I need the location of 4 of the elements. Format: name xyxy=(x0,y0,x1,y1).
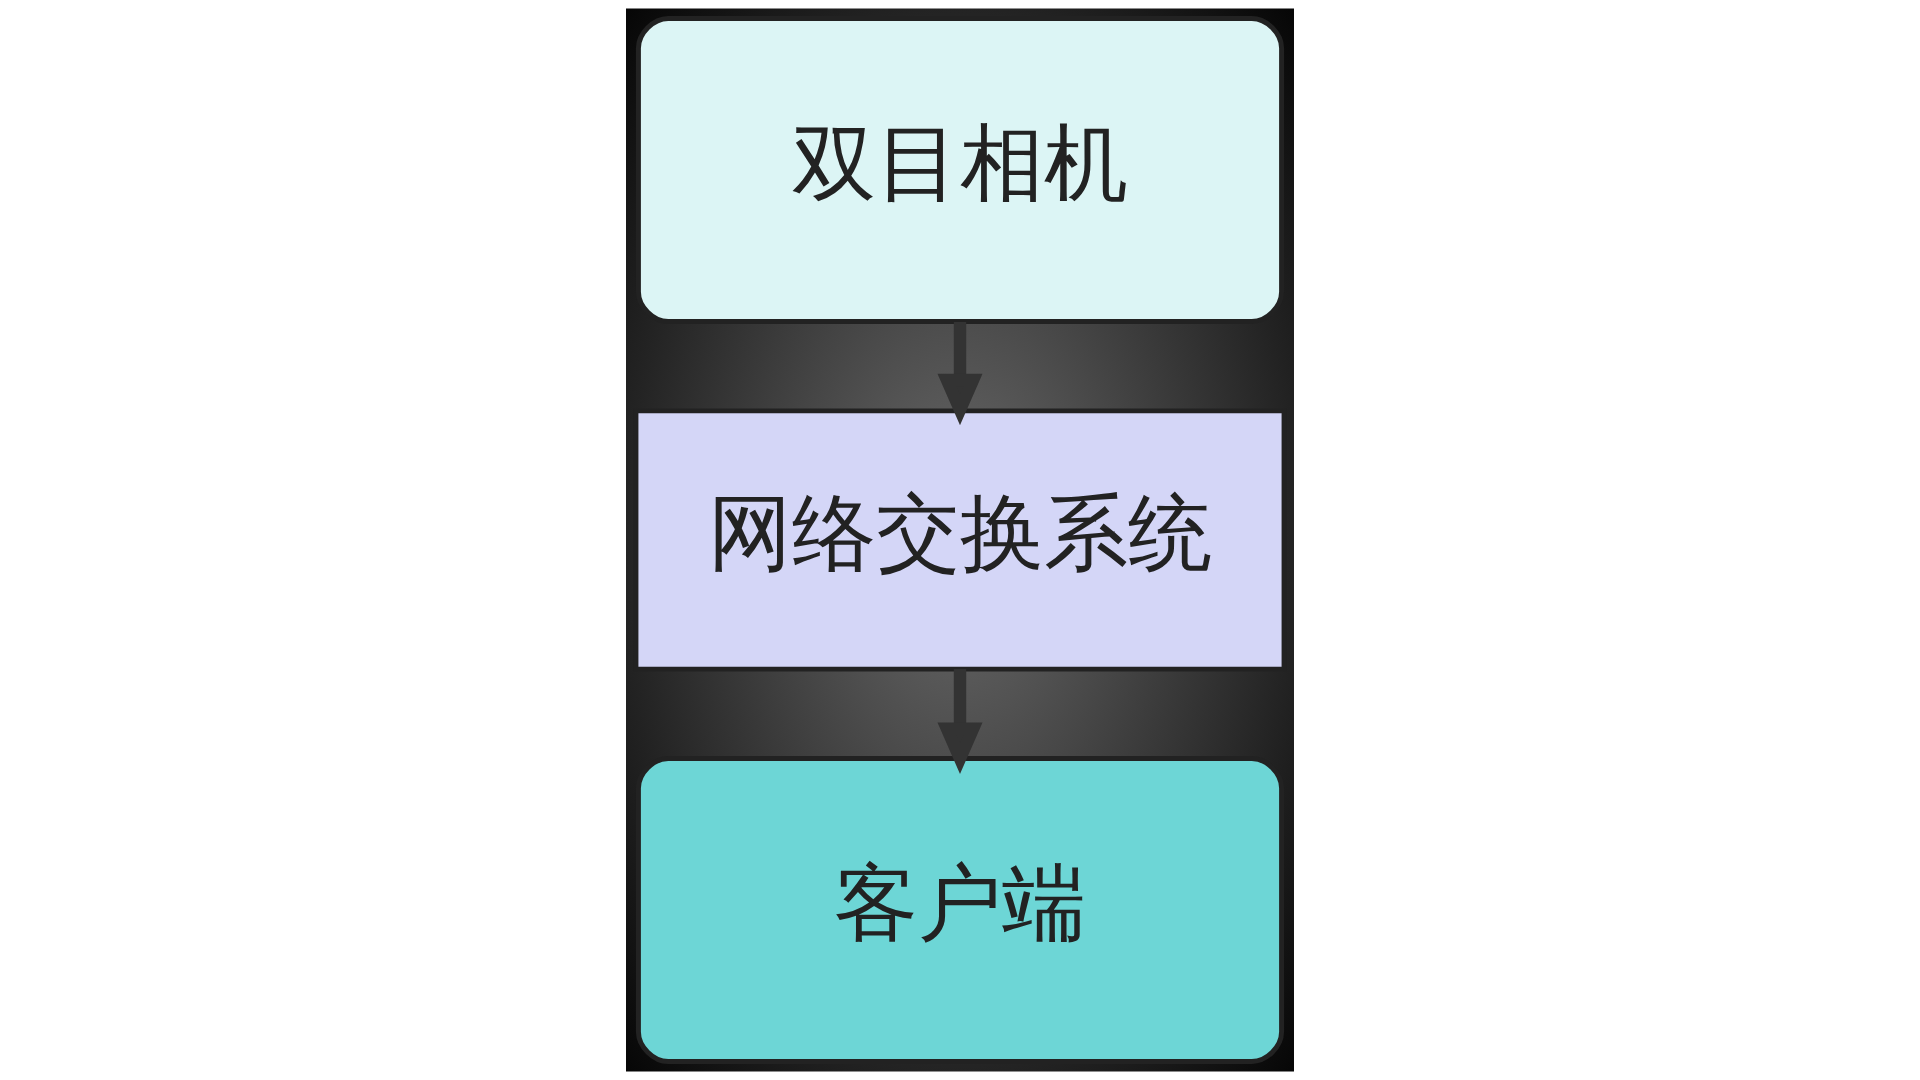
arrow xyxy=(937,669,983,774)
node-box: 客户端 xyxy=(635,756,1285,1064)
node-box: 双目相机 xyxy=(635,16,1285,324)
arrow xyxy=(937,322,983,426)
